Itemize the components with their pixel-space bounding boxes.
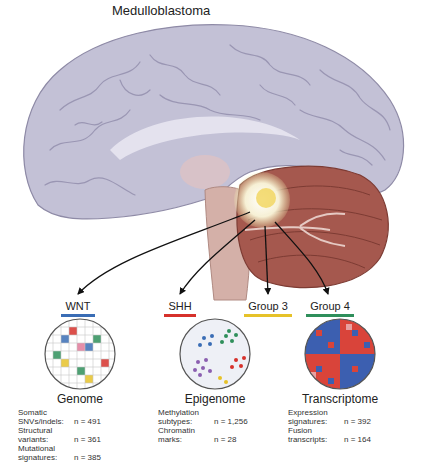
- subgroup-legend-item: Group 3: [244, 300, 292, 317]
- subgroup-name: SHH: [164, 300, 196, 313]
- circle-border: [305, 319, 375, 389]
- subgroup-underline: [244, 314, 292, 317]
- circle-outline: [304, 318, 376, 390]
- stat-name: Methylation subtypes:: [158, 409, 210, 426]
- omics-circle: Transcriptome: [304, 318, 376, 390]
- stat-count: n = 361: [74, 436, 101, 445]
- stat-name: Mutational signatures:: [18, 445, 70, 462]
- circle-border: [45, 319, 115, 389]
- stat-count: n = 1,256: [214, 418, 248, 427]
- subgroup-legend-item: Group 4: [306, 300, 354, 317]
- circle-heading: Genome: [57, 392, 103, 406]
- stat-name: Fusion transcripts:: [288, 427, 340, 444]
- omics-circle: Genome: [44, 318, 116, 390]
- subgroup-underline: [164, 314, 196, 317]
- subgroup-name: WNT: [61, 300, 95, 313]
- stat-name: Somatic SNVs/indels:: [18, 409, 70, 426]
- circle-outline: [179, 318, 251, 390]
- subgroup-underline: [306, 314, 354, 317]
- subgroup-legend-item: SHH: [164, 300, 196, 317]
- stat-count: n = 491: [74, 418, 101, 427]
- stat-name: Chromatin marks:: [158, 427, 210, 444]
- circle-heading: Transcriptome: [302, 392, 378, 406]
- stat-count: n = 392: [344, 418, 371, 427]
- circle-border: [180, 319, 250, 389]
- figure-title: Medulloblastoma: [112, 3, 210, 18]
- stat-name: Expression signatures:: [288, 409, 340, 426]
- subgroup-underline: [61, 314, 95, 317]
- omics-circle: Epigenome: [179, 318, 251, 390]
- subgroup-legend-item: WNT: [61, 300, 95, 317]
- subgroup-name: Group 3: [244, 300, 292, 313]
- stat-count: n = 164: [344, 436, 371, 445]
- circle-outline: [44, 318, 116, 390]
- circle-heading: Epigenome: [185, 392, 246, 406]
- stat-count: n = 28: [214, 436, 236, 445]
- stat-count: n = 385: [74, 454, 101, 463]
- subgroup-name: Group 4: [306, 300, 354, 313]
- stat-name: Structural variants:: [18, 427, 70, 444]
